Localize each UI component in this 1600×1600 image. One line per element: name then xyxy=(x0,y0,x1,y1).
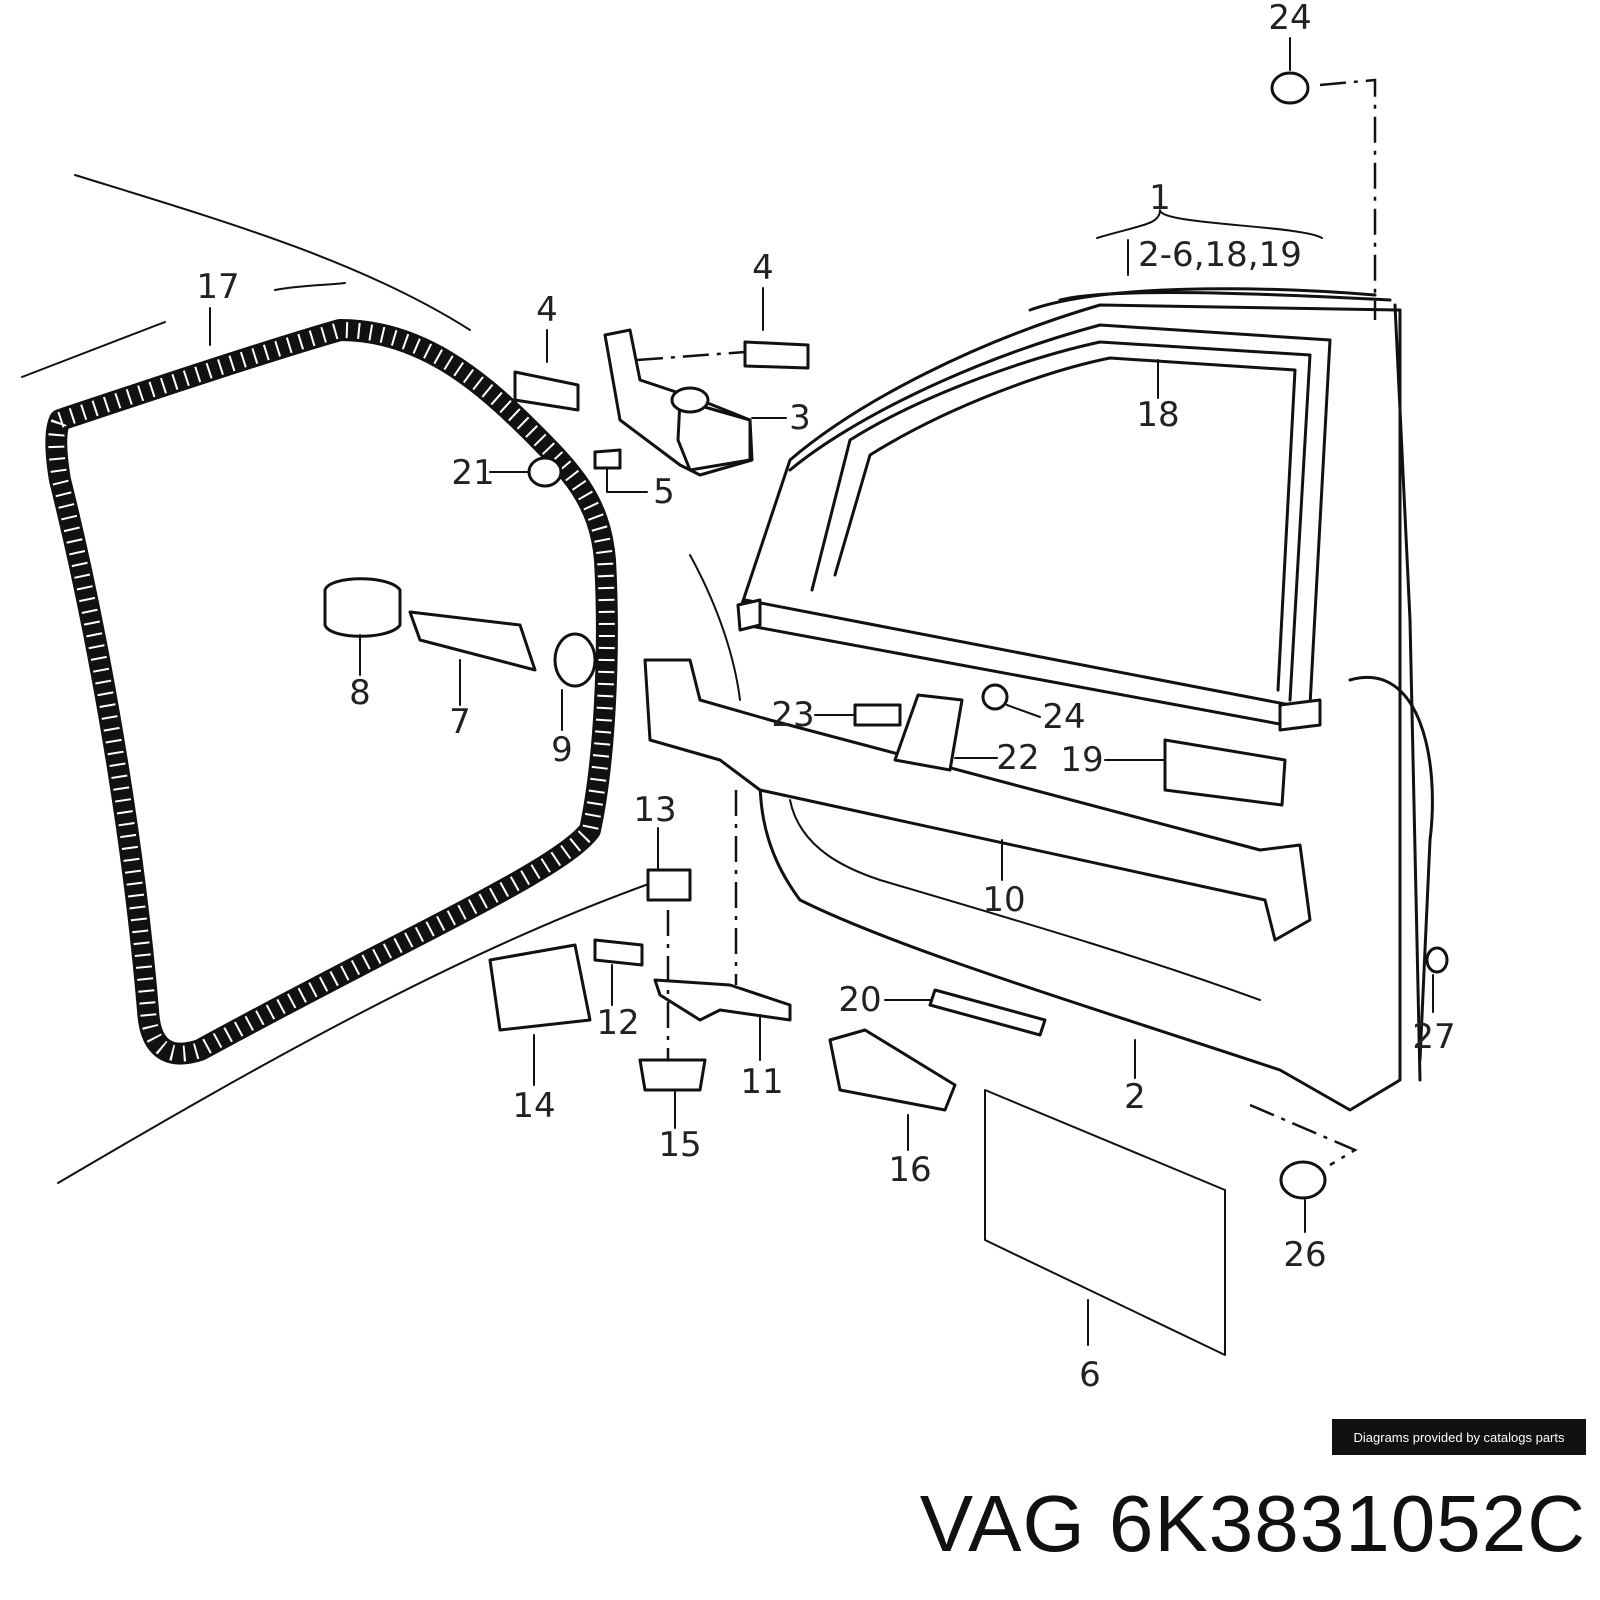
callout-1: 1 xyxy=(1149,178,1171,218)
window-frame-part-18 xyxy=(736,323,1332,732)
callout-7: 7 xyxy=(449,702,471,742)
callout-6: 6 xyxy=(1079,1355,1101,1395)
callout-25: 24 xyxy=(1268,0,1311,38)
callout-21: 21 xyxy=(451,453,494,493)
plug-part-25 xyxy=(1270,71,1310,105)
callout-14: 14 xyxy=(512,1086,555,1126)
callout-3: 3 xyxy=(789,398,811,438)
callout-22: 22 xyxy=(996,738,1039,778)
leader-lines xyxy=(209,37,1434,1346)
bolt-part-4-left xyxy=(513,370,580,412)
body-outline xyxy=(21,174,741,1184)
clip-part-27 xyxy=(1425,946,1449,974)
callout-16: 16 xyxy=(888,1150,931,1190)
lock-housing-part-14 xyxy=(488,943,592,1032)
assembly-lines xyxy=(636,78,1377,1167)
credit-badge: Diagrams provided by catalogs parts xyxy=(1332,1419,1586,1455)
callout-9: 9 xyxy=(551,730,573,770)
grommet-part-9 xyxy=(553,632,597,688)
clip-part-24 xyxy=(981,683,1009,711)
callout-23: 23 xyxy=(771,695,814,735)
callout-5: 5 xyxy=(653,472,675,512)
callout-labels: 24 1 2-6,18,19 4 4 17 18 3 21 5 8 7 9 23… xyxy=(196,0,1455,1395)
callout-4-left: 4 xyxy=(536,290,558,330)
boot-part-7 xyxy=(408,610,537,672)
door-check-part-11 xyxy=(653,978,792,1022)
callout-17: 17 xyxy=(196,267,239,307)
plug-part-21 xyxy=(527,456,563,488)
callout-2: 2 xyxy=(1124,1077,1146,1117)
callout-18: 18 xyxy=(1136,395,1179,435)
pin-part-5 xyxy=(593,448,622,470)
callout-13: 13 xyxy=(633,790,676,830)
callout-4-top: 4 xyxy=(752,248,774,288)
bolt-part-12 xyxy=(593,938,644,967)
callout-26: 26 xyxy=(1283,1235,1326,1275)
bracket-part-22 xyxy=(893,693,964,772)
callout-11: 11 xyxy=(740,1062,783,1102)
callout-19: 19 xyxy=(1060,740,1103,780)
callout-24: 24 xyxy=(1042,697,1085,737)
callout-10: 10 xyxy=(982,880,1025,920)
bolt-part-13 xyxy=(646,868,692,902)
impact-bar-part-10 xyxy=(643,658,1312,942)
guide-part-19 xyxy=(1163,738,1287,807)
callout-20: 20 xyxy=(838,980,881,1020)
hardware-parts xyxy=(323,71,1449,1356)
membrane-part-6 xyxy=(984,1089,1226,1356)
bolt-part-4-top xyxy=(743,340,810,370)
hinge-part-3 xyxy=(603,328,754,477)
part-number-title: VAG 6K3831052C xyxy=(919,1479,1586,1568)
block-part-16 xyxy=(828,1028,957,1112)
nut-part-15 xyxy=(638,1058,707,1092)
bolt-part-23 xyxy=(853,703,902,727)
grommet-part-8 xyxy=(323,577,402,638)
callout-group: 2-6,18,19 xyxy=(1138,235,1302,275)
door-seal-part-17 xyxy=(45,319,618,1065)
bracket-part-20 xyxy=(928,988,1047,1037)
callout-12: 12 xyxy=(596,1003,639,1043)
callout-27: 27 xyxy=(1412,1017,1455,1057)
door-shell-part-2 xyxy=(738,287,1434,1112)
plug-part-26 xyxy=(1279,1160,1327,1200)
callout-15: 15 xyxy=(658,1125,701,1165)
callout-8: 8 xyxy=(349,673,371,713)
